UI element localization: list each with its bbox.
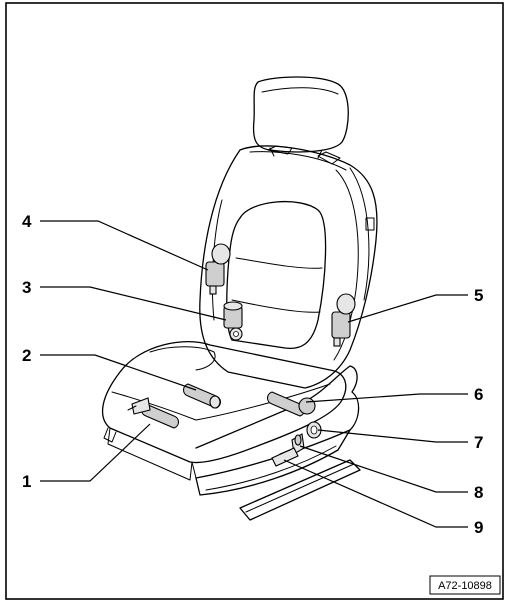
actuators bbox=[127, 243, 356, 467]
figure-reference: A72-10898 bbox=[429, 575, 501, 595]
callout-8: 8 bbox=[474, 483, 483, 502]
motor-6 bbox=[266, 391, 316, 417]
motor-2 bbox=[182, 383, 222, 409]
seat-cushion bbox=[101, 341, 347, 481]
seat-base bbox=[103, 365, 361, 521]
switch-9 bbox=[271, 447, 299, 467]
leader-1 bbox=[40, 423, 151, 482]
motor-4 bbox=[205, 243, 231, 295]
callout-4: 4 bbox=[22, 212, 32, 231]
callout-7: 7 bbox=[474, 433, 483, 452]
leader-8 bbox=[299, 445, 468, 493]
motor-5 bbox=[331, 293, 356, 347]
callout-3: 3 bbox=[22, 278, 31, 297]
leader-4 bbox=[40, 220, 209, 271]
backrest bbox=[199, 145, 378, 389]
callout-6: 6 bbox=[474, 385, 483, 404]
leader-2 bbox=[40, 354, 197, 391]
leader-7 bbox=[317, 429, 468, 443]
figure-reference-text: A72-10898 bbox=[438, 580, 492, 592]
leader-3 bbox=[40, 286, 227, 321]
figure-frame bbox=[5, 2, 504, 600]
leader-lines bbox=[40, 220, 468, 528]
callout-5: 5 bbox=[474, 286, 483, 305]
switch-7 bbox=[306, 421, 322, 439]
leader-5 bbox=[347, 294, 468, 323]
callout-1: 1 bbox=[22, 472, 31, 491]
motor-3 bbox=[223, 301, 243, 341]
callout-2: 2 bbox=[22, 346, 31, 365]
motor-1 bbox=[127, 397, 180, 429]
leader-9 bbox=[283, 459, 468, 528]
callout-9: 9 bbox=[474, 518, 483, 537]
callout-labels: 1 2 3 4 5 6 7 8 9 bbox=[22, 212, 483, 537]
leader-6 bbox=[305, 393, 468, 403]
